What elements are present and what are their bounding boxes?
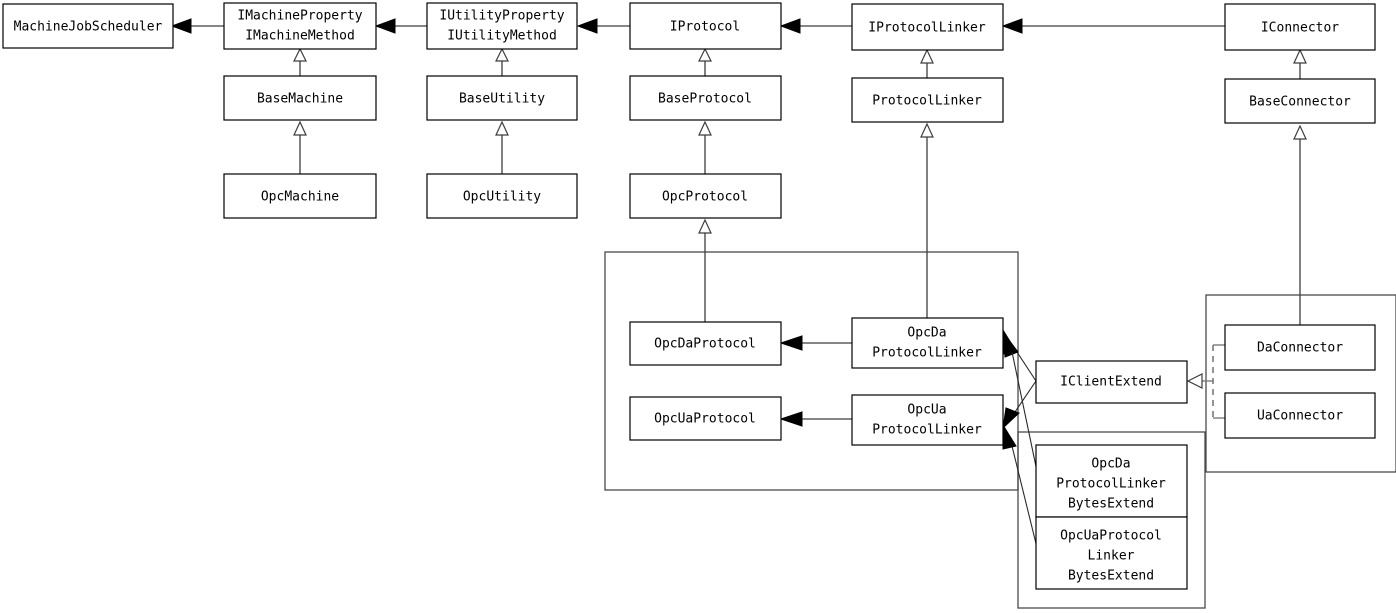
class-node-imachine-property[interactable]: IMachineProperty IMachineMethod	[223, 2, 377, 50]
class-label-iconnector: IConnector	[1261, 21, 1339, 36]
edge-opcdaprotocol-to-opcprotocol	[698, 218, 712, 322]
class-label-imachine-property-line2: IMachineMethod	[245, 29, 355, 44]
class-label-opc-utility: OpcUtility	[463, 190, 541, 205]
edge-baseprotocol-to-iprotocol	[698, 47, 712, 76]
class-label-machine-job-scheduler: MachineJobScheduler	[14, 20, 163, 35]
class-label-opcda-bytes-extend-line2: ProtocolLinker	[1056, 477, 1166, 492]
group-connector-package	[1205, 294, 1396, 473]
class-label-base-utility: BaseUtility	[459, 92, 545, 107]
class-label-opc-ua-protocol-linker-line2: ProtocolLinker	[872, 423, 982, 438]
class-node-opc-machine[interactable]: OpcMachine	[223, 173, 377, 219]
edge-iprotocollinker-to-iprotocol	[779, 18, 852, 34]
class-label-base-protocol: BaseProtocol	[658, 92, 752, 107]
class-node-protocol-linker[interactable]: ProtocolLinker	[851, 77, 1004, 123]
class-node-base-utility[interactable]: BaseUtility	[426, 75, 578, 121]
class-label-iutility-property-line2: IUtilityMethod	[447, 29, 557, 44]
edge-opcdalinker-to-opcdaprotocol	[779, 335, 852, 351]
class-node-opc-da-protocol-linker-bytes-extend[interactable]: OpcDa ProtocolLinker BytesExtend	[1035, 444, 1188, 518]
class-node-iconnector[interactable]: IConnector	[1224, 3, 1376, 51]
class-label-opc-machine: OpcMachine	[261, 190, 339, 205]
edge-basemachine-to-imachine	[293, 47, 307, 76]
class-node-opc-protocol[interactable]: OpcProtocol	[629, 173, 782, 219]
edge-iclientextend-to-opcualinker	[1002, 380, 1037, 430]
class-label-opcua-bytes-extend-line1: OpcUaProtocol	[1060, 529, 1162, 544]
edge-opcdaprotocollinker-to-protocollinker	[920, 122, 934, 318]
edge-iconnector-to-iprotocollinker	[1001, 18, 1225, 34]
edge-opcmachine-to-basemachine	[293, 120, 307, 174]
class-label-ua-connector: UaConnector	[1257, 409, 1343, 424]
class-node-da-connector[interactable]: DaConnector	[1224, 324, 1376, 371]
class-label-iprotocol-linker: IProtocolLinker	[868, 21, 986, 36]
class-node-opc-ua-protocol[interactable]: OpcUaProtocol	[629, 396, 782, 441]
class-label-opc-ua-protocol: OpcUaProtocol	[654, 412, 756, 427]
class-label-opcua-bytes-extend-line2: Linker	[1088, 549, 1135, 564]
class-node-base-protocol[interactable]: BaseProtocol	[629, 75, 782, 121]
class-node-opc-ua-protocol-linker-bytes-extend[interactable]: OpcUaProtocol Linker BytesExtend	[1035, 516, 1188, 590]
class-node-iprotocol-linker[interactable]: IProtocolLinker	[851, 3, 1004, 51]
class-node-opc-da-protocol-linker[interactable]: OpcDa ProtocolLinker	[851, 317, 1004, 369]
edge-protocollinker-to-iprotocollinker	[920, 48, 934, 78]
edge-iprotocol-to-iutility	[576, 18, 630, 34]
class-label-base-connector: BaseConnector	[1249, 95, 1351, 110]
class-node-opc-da-protocol[interactable]: OpcDaProtocol	[629, 321, 782, 366]
edge-baseconnector-to-iconnector	[1293, 48, 1307, 79]
class-node-opc-ua-protocol-linker[interactable]: OpcUa ProtocolLinker	[851, 394, 1004, 446]
class-node-ua-connector[interactable]: UaConnector	[1224, 392, 1376, 439]
class-node-iclient-extend[interactable]: IClientExtend	[1035, 360, 1188, 404]
class-label-opcda-bytes-extend-line1: OpcDa	[1091, 457, 1130, 472]
class-label-iprotocol: IProtocol	[670, 20, 740, 35]
class-label-da-connector: DaConnector	[1257, 341, 1343, 356]
class-label-opc-protocol: OpcProtocol	[662, 190, 748, 205]
class-label-opc-da-protocol: OpcDaProtocol	[654, 337, 756, 352]
edge-connectors-realize-iclientextend	[1186, 344, 1225, 419]
class-label-opc-da-protocol-linker-line1: OpcDa	[907, 326, 946, 341]
class-label-imachine-property-line1: IMachineProperty	[237, 9, 362, 24]
edge-imachine-to-scheduler	[170, 18, 224, 34]
class-label-iclient-extend: IClientExtend	[1060, 375, 1162, 390]
class-label-opcda-bytes-extend-line3: BytesExtend	[1068, 497, 1154, 512]
class-node-iutility-property[interactable]: IUtilityProperty IUtilityMethod	[426, 2, 578, 50]
edge-opcutility-to-baseutility	[495, 120, 509, 174]
class-node-iprotocol[interactable]: IProtocol	[629, 2, 782, 50]
edge-baseutility-to-iutility	[495, 47, 509, 76]
class-node-base-machine[interactable]: BaseMachine	[223, 75, 377, 121]
class-label-opcua-bytes-extend-line3: BytesExtend	[1068, 569, 1154, 584]
class-label-iutility-property-line1: IUtilityProperty	[439, 9, 564, 24]
edge-iutility-to-imachine	[374, 18, 427, 34]
class-node-base-connector[interactable]: BaseConnector	[1224, 78, 1376, 124]
class-label-opc-ua-protocol-linker-line1: OpcUa	[907, 403, 946, 418]
edge-opcualinker-to-opcuaprotocol	[779, 411, 852, 427]
class-node-machine-job-scheduler[interactable]: MachineJobScheduler	[2, 3, 174, 49]
group-extend-package	[1017, 431, 1206, 609]
class-label-protocol-linker: ProtocolLinker	[872, 94, 982, 109]
group-protocol-package	[604, 251, 1019, 491]
edge-opcprotocol-to-baseprotocol	[698, 120, 712, 174]
class-label-opc-da-protocol-linker-line2: ProtocolLinker	[872, 346, 982, 361]
class-label-base-machine: BaseMachine	[257, 92, 343, 107]
class-node-opc-utility[interactable]: OpcUtility	[426, 173, 578, 219]
edge-daconnector-to-baseconnector	[1293, 124, 1307, 325]
